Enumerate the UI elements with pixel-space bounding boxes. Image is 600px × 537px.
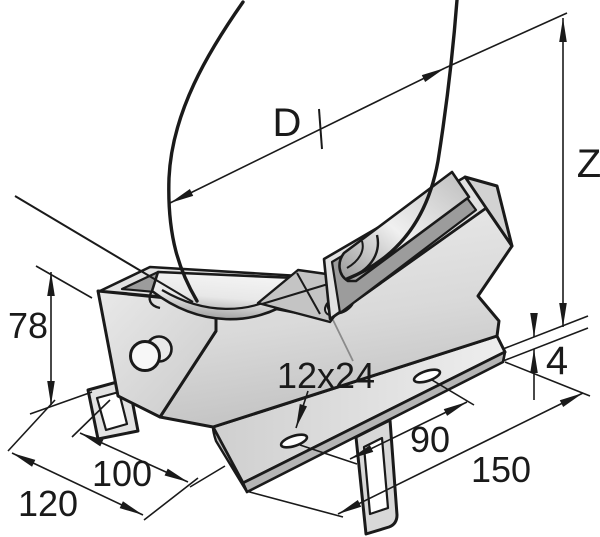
- dimension-lines: [7, 12, 591, 521]
- dim-pipe-diameter: [169, 12, 568, 204]
- dimension-labels: D Z 78 4 12x24 90 150 100 120: [8, 101, 600, 524]
- pipe-arc-left: [167, 0, 245, 303]
- dim-plate-thickness: [502, 313, 589, 400]
- side-hole: [129, 340, 161, 372]
- dim-label-slot-size: 12x24: [277, 355, 375, 396]
- dim-foot-depth-outer: [7, 399, 199, 521]
- dim-label-plate-thickness: 4: [546, 339, 568, 383]
- mounting-slot-left: [279, 433, 309, 449]
- tangent-line: [14, 195, 194, 303]
- dim-overall-height: [502, 18, 589, 350]
- slot-leader-line: [295, 390, 309, 429]
- dim-label-left-height: 78: [8, 305, 48, 346]
- dim-label-slot-spacing: 90: [410, 419, 450, 460]
- dim-label-foot-inner: 100: [92, 453, 152, 494]
- dim-base-length: [245, 361, 591, 518]
- dim-label-diameter: D: [273, 101, 302, 145]
- dim-label-foot-outer: 120: [18, 483, 78, 524]
- mounting-slot-right: [412, 368, 442, 384]
- right-channel-foot: [354, 418, 399, 536]
- base-plate-step: [211, 425, 249, 494]
- dim-label-height: Z: [577, 142, 600, 186]
- dim-label-base-length: 150: [471, 449, 531, 490]
- dim-left-height: [29, 265, 93, 415]
